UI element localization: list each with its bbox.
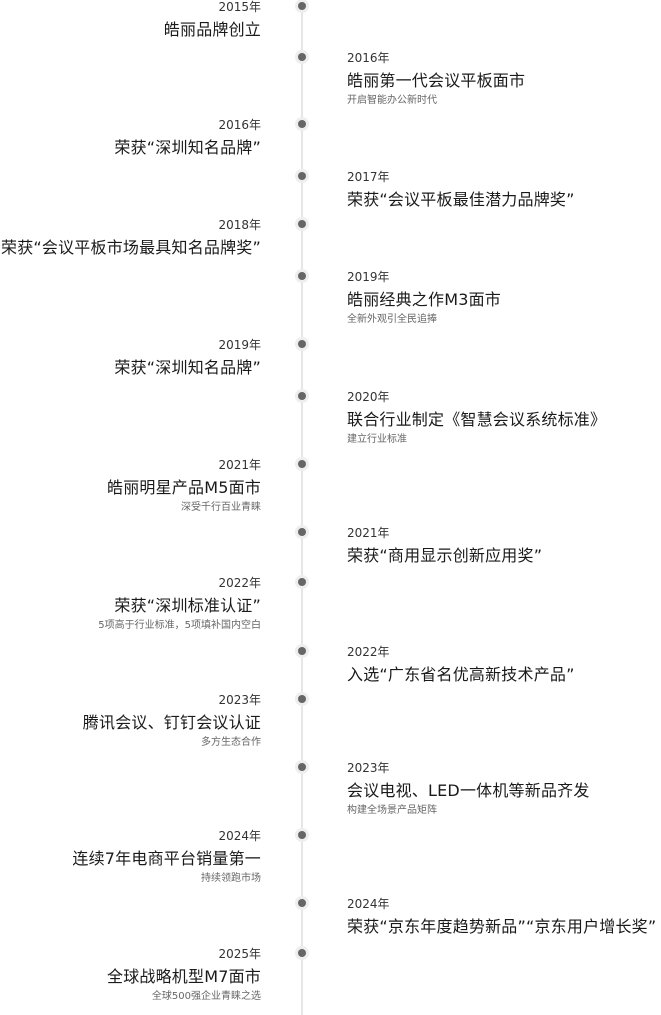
event-year: 2024年: [347, 897, 390, 911]
event-title: 皓丽经典之作M3面市: [347, 290, 501, 309]
timeline-event: 2019年荣获“深圳知名品牌”: [0, 338, 261, 378]
event-subtitle: 多方生态合作: [201, 737, 261, 748]
event-title: 全球战略机型M7面市: [107, 967, 261, 986]
event-year: 2018年: [218, 218, 261, 232]
event-title: 荣获“商用显示创新应用奖”: [347, 546, 543, 565]
event-year: 2020年: [347, 390, 390, 404]
event-year: 2023年: [347, 761, 390, 775]
event-title: 入选“广东省名优高新技术产品”: [347, 665, 575, 684]
timeline-dot: [298, 340, 306, 348]
timeline-dot: [298, 2, 306, 10]
timeline-dot: [298, 831, 306, 839]
event-title: 荣获“深圳知名品牌”: [114, 358, 261, 377]
timeline-event: 2022年荣获“深圳标准认证” 5项高于行业标准，5项填补国内空白: [0, 576, 261, 632]
event-title: 荣获“深圳标准认证”: [114, 596, 261, 615]
timeline-event: 2022年入选“广东省名优高新技术产品”: [347, 645, 637, 685]
timeline-dot: [298, 763, 306, 771]
timeline-dot: [298, 695, 306, 703]
timeline-dot: [298, 220, 306, 228]
event-title: 荣获“会议平板市场最具知名品牌奖”: [1, 238, 261, 257]
event-subtitle: 深受千行百业青睐: [181, 502, 261, 513]
timeline-dot: [298, 647, 306, 655]
timeline-event: 2024年荣获“京东年度趋势新品”“京东用户增长奖”: [347, 897, 657, 937]
event-year: 2019年: [347, 270, 390, 284]
timeline-event: 2023年会议电视、LED一体机等新品齐发构建全场景产品矩阵: [347, 761, 637, 817]
event-title: 皓丽明星产品M5面市: [107, 478, 261, 497]
event-subtitle: 建立行业标准: [347, 434, 407, 445]
timeline-dot: [298, 53, 306, 61]
timeline-dot: [298, 899, 306, 907]
event-year: 2019年: [218, 338, 261, 352]
event-subtitle: 5项高于行业标准，5项填补国内空白: [98, 620, 261, 631]
timeline-event: 2024年连续7年电商平台销量第一持续领跑市场: [0, 829, 261, 885]
timeline-axis: [301, 0, 303, 1015]
timeline-dot: [298, 172, 306, 180]
timeline-dot: [298, 578, 306, 586]
event-subtitle: 全球500强企业青睐之选: [151, 991, 261, 1002]
timeline-event: 2020年联合行业制定《智慧会议系统标准》建立行业标准: [347, 390, 637, 446]
event-year: 2015年: [218, 0, 261, 14]
event-title: 荣获“会议平板最佳潜力品牌奖”: [347, 190, 575, 209]
timeline-event: 2021年皓丽明星产品M5面市深受千行百业青睐: [0, 458, 261, 514]
event-year: 2021年: [347, 526, 390, 540]
event-year: 2023年: [218, 693, 261, 707]
event-subtitle: 全新外观引全民追捧: [347, 314, 437, 325]
event-title: 皓丽第一代会议平板面市: [347, 71, 526, 90]
timeline-event: 2019年皓丽经典之作M3面市全新外观引全民追捧: [347, 270, 637, 326]
event-title: 连续7年电商平台销量第一: [72, 849, 261, 868]
timeline-event: 2017年荣获“会议平板最佳潜力品牌奖”: [347, 170, 637, 210]
event-title: 会议电视、LED一体机等新品齐发: [347, 781, 590, 800]
event-year: 2024年: [218, 829, 261, 843]
timeline-event: 2023年腾讯会议、钉钉会议认证多方生态合作: [0, 693, 261, 749]
event-year: 2025年: [218, 947, 261, 961]
timeline-dot: [298, 392, 306, 400]
timeline-event: 2021年荣获“商用显示创新应用奖”: [347, 526, 637, 566]
event-subtitle: 开启智能办公新时代: [347, 95, 437, 106]
event-year: 2016年: [347, 51, 390, 65]
event-title: 荣获“京东年度趋势新品”“京东用户增长奖”: [347, 917, 657, 936]
event-subtitle: 持续领跑市场: [201, 873, 261, 884]
event-title: 联合行业制定《智慧会议系统标准》: [347, 410, 607, 429]
event-year: 2017年: [347, 170, 390, 184]
event-year: 2021年: [218, 458, 261, 472]
timeline-event: 2025年全球战略机型M7面市全球500强企业青睐之选: [0, 947, 261, 1003]
event-title: 荣获“深圳知名品牌”: [114, 138, 261, 157]
event-title: 腾讯会议、钉钉会议认证: [82, 713, 261, 732]
event-year: 2022年: [218, 576, 261, 590]
event-subtitle: 构建全场景产品矩阵: [347, 805, 437, 816]
event-year: 2016年: [218, 118, 261, 132]
timeline-event: 2018年荣获“会议平板市场最具知名品牌奖”: [0, 218, 261, 258]
timeline-event: 2016年荣获“深圳知名品牌”: [0, 118, 261, 158]
event-title: 皓丽品牌创立: [163, 20, 261, 39]
event-year: 2022年: [347, 645, 390, 659]
timeline-dot: [298, 272, 306, 280]
timeline-event: 2016年皓丽第一代会议平板面市开启智能办公新时代: [347, 51, 637, 107]
timeline-event: 2015年皓丽品牌创立: [0, 0, 261, 40]
timeline-dot: [298, 528, 306, 536]
timeline-dot: [298, 460, 306, 468]
timeline-dot: [298, 120, 306, 128]
timeline-dot: [298, 949, 306, 957]
